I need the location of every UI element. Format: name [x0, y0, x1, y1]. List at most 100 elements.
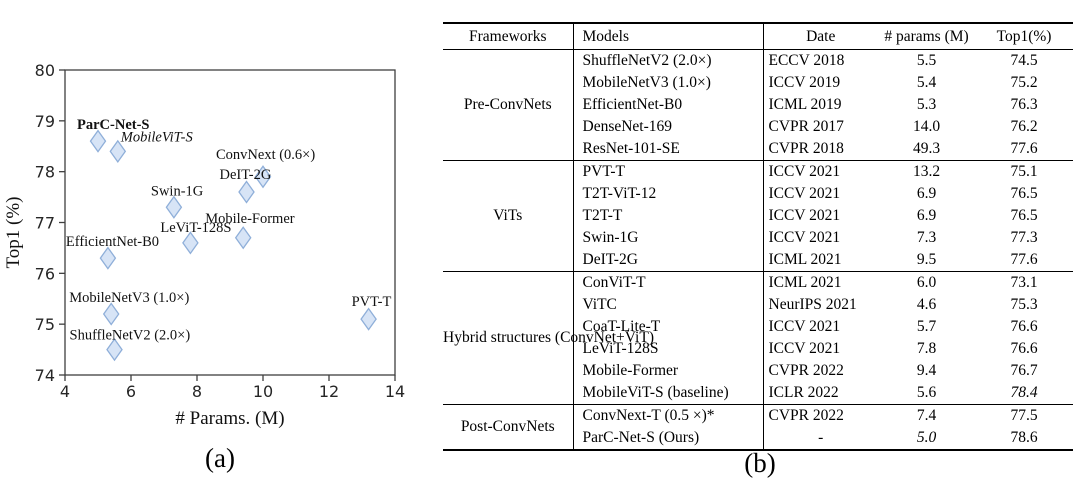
point-label: ShuffleNetV2 (2.0×) [70, 328, 191, 344]
model-cell: ParC-Net-S (Ours) [573, 427, 764, 451]
params-cell: 7.4 [916, 407, 937, 424]
params-cell: 5.7 [916, 318, 937, 335]
params-cell: 13.2 [912, 163, 941, 180]
model-cell: T2T-ViT-12 [573, 183, 764, 205]
model-cell: ConvNext-T (0.5 ×)* [573, 404, 764, 427]
date-cell: ICCV 2021 [768, 229, 841, 246]
header-cell: Top1(%) [975, 23, 1073, 50]
framework-cell: Hybrid structures (ConvNet+ViT) [443, 271, 654, 405]
model-cell: CoaT-Lite-T [573, 316, 764, 338]
date-cell: ICCV 2021 [768, 340, 841, 357]
top1-cell: 75.2 [1010, 74, 1038, 91]
y-tick-label: 80 [35, 61, 55, 80]
params-cell: 49.3 [878, 138, 975, 161]
top1-cell: 75.1 [1010, 163, 1038, 180]
point-label: PVT-T [352, 294, 392, 310]
date-cell: ICCV 2021 [768, 207, 841, 224]
header-cell: # params (M) [878, 23, 975, 50]
point-label: Mobile-Former [205, 211, 295, 227]
params-cell: 9.4 [916, 362, 937, 379]
table-row: Hybrid structures (ConvNet+ViT)ConViT-T I… [443, 271, 1073, 405]
model-cell: Swin-1G [573, 227, 764, 249]
params-cell: 7.3 [916, 229, 937, 246]
model-cell: PVT-T [573, 160, 764, 183]
scatter-point [234, 226, 252, 250]
top1-cell: 78.6 [975, 427, 1073, 451]
date-cell: ICML 2021 [763, 249, 878, 272]
header-cell: Models [573, 23, 764, 50]
scatter-point [89, 129, 107, 153]
date-cell: ICCV 2021 [768, 163, 841, 180]
params-cell: 6.9 [916, 185, 937, 202]
point-label: DeIT-2G [220, 167, 272, 183]
params-cell: 9.5 [878, 249, 975, 272]
y-tick-label: 79 [35, 112, 55, 131]
date-cell: NeurIPS 2021 [768, 296, 857, 313]
date-cell: ICML 2019 [768, 96, 842, 113]
top1-cell: 77.3 [1010, 229, 1038, 246]
y-tick-label: 78 [35, 163, 55, 182]
x-tick-label: 10 [253, 382, 273, 401]
point-label: LeViT-128S [160, 220, 231, 236]
x-axis-title: # Params. (M) [175, 408, 284, 429]
model-cell: DenseNet-169 [573, 116, 764, 138]
y-axis-title: Top1 (%) [3, 196, 24, 268]
date-cell: ECCV 2018 [768, 52, 845, 69]
params-cell: 5.4 [916, 74, 937, 91]
top1-cell: 73.1 [1010, 274, 1038, 291]
point-label: MobileNetV3 (1.0×) [69, 290, 189, 306]
scatter-point [109, 139, 127, 163]
top1-cell: 76.7 [1010, 362, 1038, 379]
params-cell: 7.8 [916, 340, 937, 357]
model-cell: MobileNetV3 (1.0×) [573, 72, 764, 94]
top1-cell: 77.6 [975, 249, 1073, 272]
model-cell: DeIT-2G [573, 249, 764, 272]
top1-cell: 76.5 [1010, 185, 1038, 202]
model-cell: ResNet-101-SE [573, 138, 764, 161]
y-tick-label: 74 [35, 366, 55, 385]
params-cell: 6.0 [916, 274, 937, 291]
model-cell: T2T-T [573, 205, 764, 227]
y-tick-label: 77 [35, 214, 55, 233]
point-label: EfficientNet-B0 [66, 234, 159, 250]
params-cell: 5.3 [916, 96, 937, 113]
x-tick-label: 4 [60, 382, 70, 401]
top1-cell: 76.6 [1010, 340, 1038, 357]
scatter-point [165, 195, 183, 219]
top1-cell: 76.6 [1010, 318, 1038, 335]
top1-cell: 76.5 [1010, 207, 1038, 224]
y-tick-label: 75 [35, 315, 55, 334]
date-cell: ICLR 2022 [763, 382, 878, 405]
date-cell: CVPR 2022 [768, 407, 844, 424]
top1-cell: 78.4 [975, 382, 1073, 405]
model-cell: ConViT-T [573, 271, 764, 294]
x-tick-label: 14 [385, 382, 405, 401]
params-cell: 4.6 [916, 296, 937, 313]
y-tick-label: 76 [35, 264, 55, 283]
scatter-point [99, 246, 117, 270]
params-cell: 5.0 [878, 427, 975, 451]
date-cell: ICCV 2021 [768, 185, 841, 202]
scatter-point [254, 165, 272, 189]
model-cell: ViTC [573, 294, 764, 316]
date-cell: - [763, 427, 878, 451]
